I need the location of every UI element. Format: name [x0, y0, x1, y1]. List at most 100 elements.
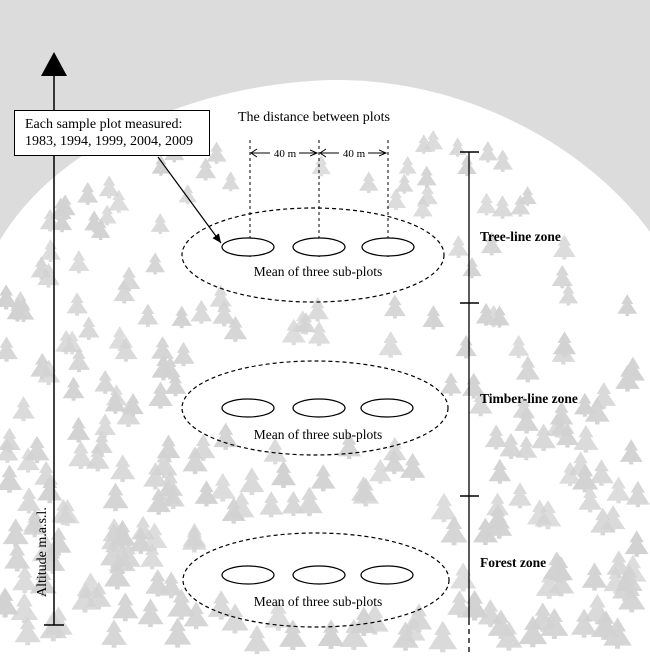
tree-icon [243, 624, 271, 655]
up-arrow-icon [41, 52, 67, 76]
tree-icon [17, 487, 41, 514]
tree-icon [270, 460, 297, 489]
tree-icon [549, 401, 574, 428]
tree-icon [145, 252, 166, 275]
tree-icon [573, 424, 599, 453]
tree-icon [383, 437, 407, 463]
zone-label-forest: Forest zone [480, 555, 546, 570]
tree-icon [12, 298, 35, 323]
tree-icon [574, 392, 596, 417]
tree-icon [486, 492, 509, 518]
tree-icon [476, 192, 497, 216]
tree-icon [14, 616, 41, 646]
tree-icon [508, 482, 532, 509]
tree-icon [526, 499, 553, 528]
tree-icon [116, 400, 141, 427]
tree-icon [590, 507, 616, 536]
tree-icon [531, 423, 557, 452]
tree-icon [207, 590, 235, 620]
tree-icon [571, 463, 599, 493]
tree-icon [480, 231, 503, 256]
tree-icon [264, 599, 293, 631]
sub-plot [360, 398, 414, 418]
tree-icon [589, 459, 614, 486]
sub-plot [360, 565, 414, 585]
tree-icon [228, 491, 255, 521]
tree-icon [209, 472, 236, 502]
tree-icon [447, 590, 472, 618]
tree-icon [67, 348, 90, 373]
tree-icon [311, 154, 331, 177]
distance-markers [249, 140, 389, 260]
tree-icon [54, 194, 76, 218]
tree-icon [108, 326, 131, 352]
tree-icon [455, 334, 477, 359]
tree-icon [66, 292, 88, 316]
tree-icon [40, 546, 66, 574]
tree-icon [51, 209, 73, 233]
tree-icon [392, 621, 419, 651]
tree-icon [430, 492, 458, 523]
tree-icon [195, 157, 217, 181]
distance-label-2: 40 m [343, 148, 366, 160]
tree-icon [462, 257, 482, 279]
tree-icon [416, 165, 437, 188]
sub-plot [292, 565, 346, 585]
tree-icon [171, 305, 192, 329]
tree-icon [97, 204, 117, 226]
tree-icon [423, 130, 444, 152]
tree-icon [568, 451, 593, 478]
tree-icon [55, 499, 80, 527]
tree-icon [428, 620, 458, 653]
tree-icon [4, 542, 31, 572]
tree-icon [0, 464, 23, 493]
tree-icon [140, 543, 164, 570]
tree-icon [383, 294, 406, 319]
tree-icon [351, 476, 376, 504]
tree-icon [278, 619, 307, 650]
tree-icon [104, 560, 131, 590]
tree-icon [85, 445, 110, 472]
tree-icon [0, 587, 19, 618]
tree-icon [422, 305, 445, 330]
callout-arrow [157, 156, 222, 244]
tree-icon [281, 318, 306, 346]
plot-group-tree-line: Mean of three sub-plots [181, 207, 445, 303]
tree-icon [183, 601, 209, 630]
tree-icon [62, 376, 85, 401]
tree-icon [150, 213, 170, 234]
tree-icon [37, 475, 63, 504]
tree-icon [148, 381, 173, 409]
tree-icon [55, 329, 78, 355]
tree-icon [212, 300, 237, 327]
tree-icon [552, 331, 577, 357]
tree-icon [606, 550, 632, 578]
tree-icon [190, 299, 213, 324]
tree-icon [398, 155, 417, 176]
sub-plot [221, 398, 275, 418]
tree-icon [151, 449, 178, 479]
tree-icon [94, 413, 116, 438]
tree-icon [151, 336, 174, 362]
tree-icon [449, 562, 477, 592]
tree-icon [508, 334, 530, 359]
tree-icon [143, 462, 168, 490]
tree-icon [475, 302, 497, 326]
tree-icon [115, 542, 141, 570]
tree-icon [617, 294, 638, 316]
tree-icon [151, 155, 171, 176]
tree-icon [317, 619, 345, 649]
tree-icon [163, 617, 192, 648]
tree-icon [209, 284, 232, 310]
sub-plot [221, 237, 275, 257]
tree-icon [478, 141, 498, 163]
tree-icon [0, 284, 18, 310]
tree-icon [101, 619, 127, 648]
tree-icon [339, 618, 368, 650]
tree-icon [468, 390, 493, 417]
tree-icon [514, 406, 539, 434]
tree-icon [68, 250, 90, 274]
tree-icon [29, 566, 57, 597]
tree-icon [172, 341, 195, 367]
tree-icon [40, 239, 61, 263]
